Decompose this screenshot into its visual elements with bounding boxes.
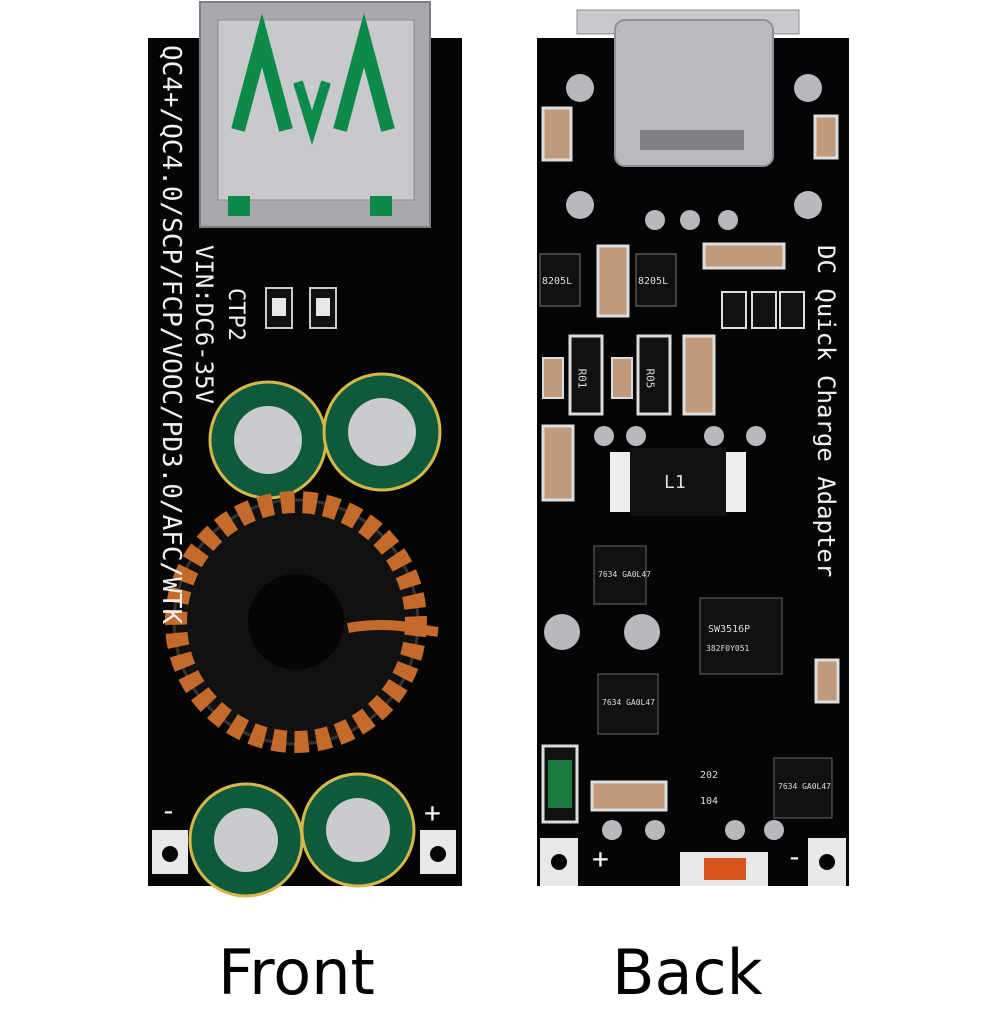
smd-components	[541, 106, 840, 824]
back-pad-plus-hole	[551, 854, 567, 870]
inductor-coil	[165, 491, 427, 753]
mosfet1-label: 7634 GA0L47	[598, 570, 651, 579]
capacitor-bottom-right-top	[326, 798, 390, 862]
solder-bumps	[544, 74, 822, 840]
main-ic-code-label: 382F0Y051	[706, 644, 750, 653]
front-pad-plus-hole	[430, 846, 446, 862]
inductor-lead	[347, 619, 439, 637]
mosfet-1	[593, 545, 647, 605]
r05-label: R05	[643, 368, 657, 389]
front-caption: Front	[218, 936, 375, 1009]
ic2-label: 8205L	[638, 276, 669, 287]
front-protocols-text: QC4+/QC4.0/SCP/FCP/VOOC/PD3.0/AFC/WTK	[156, 45, 186, 625]
front-model-text: CTP2	[223, 288, 248, 341]
back-title-text: DC Quick Charge Adapter	[812, 245, 840, 578]
diode-body	[630, 448, 726, 516]
capacitor-top-left-top	[234, 406, 302, 474]
inductor-hole	[248, 574, 344, 670]
mosfet2-label: 7634 GA0L47	[602, 698, 655, 707]
capacitor-top-right-top	[348, 398, 416, 466]
front-plus-text: +	[424, 796, 441, 829]
led-1-lens	[272, 298, 286, 316]
res202-label: 202	[700, 770, 719, 781]
front-minus-text: -	[160, 794, 177, 827]
back-pad-minus-hole	[819, 854, 835, 870]
back-plus-text: +	[592, 842, 609, 875]
usb-pad-right	[370, 196, 392, 216]
main-ic	[699, 597, 783, 675]
front-vin-text: VIN:DC6-35V	[190, 245, 218, 404]
usb-a-logo	[231, 12, 395, 146]
res104-label: 104	[700, 796, 719, 807]
back-caption: Back	[612, 936, 763, 1009]
ic1-label: 8205L	[542, 276, 573, 287]
mosfet3-label: 7634 GA0L47	[778, 782, 831, 791]
r01-label: R01	[575, 368, 589, 389]
fuse-body	[704, 858, 746, 880]
front-pad-minus-hole	[162, 846, 178, 862]
ic-8205l-2	[635, 253, 677, 307]
ic-8205l-1	[539, 253, 581, 307]
capacitor-bottom-left-top	[214, 808, 278, 872]
led-2-lens	[316, 298, 330, 316]
mosfet-3	[773, 757, 833, 819]
type-c-port	[614, 19, 774, 167]
back-minus-text: -	[786, 840, 803, 873]
diode-label: L1	[664, 472, 686, 493]
usb-pad-left	[228, 196, 250, 216]
type-c-pins	[640, 130, 744, 150]
mosfet-2	[597, 673, 659, 735]
main-ic-label: SW3516P	[708, 624, 751, 635]
